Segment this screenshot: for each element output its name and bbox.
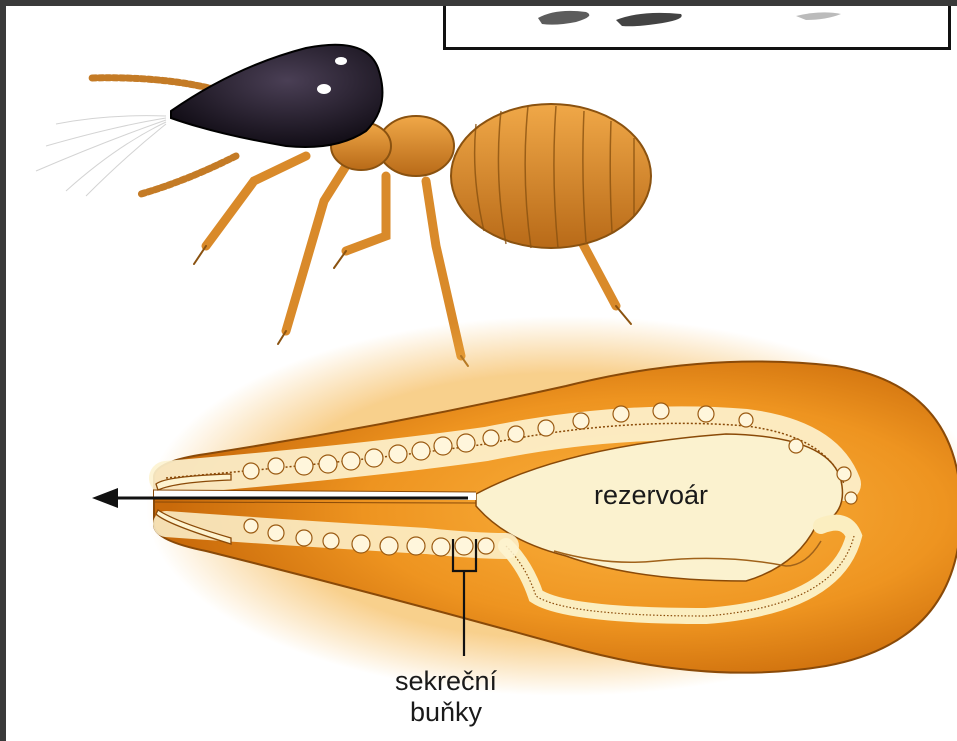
termite-head bbox=[171, 45, 382, 147]
termite-abdomen bbox=[451, 104, 651, 248]
label-reservoir: rezervoár bbox=[594, 480, 708, 511]
termite-illustration bbox=[6, 6, 957, 741]
label-secretory-cells: sekreční buňky bbox=[376, 666, 516, 728]
diagram-canvas: rezervoár sekreční buňky bbox=[6, 6, 957, 741]
secretion-spray bbox=[36, 116, 166, 196]
frontal-gland-section bbox=[92, 316, 957, 696]
label-secretory-cells-line2: buňky bbox=[376, 697, 516, 728]
label-secretory-cells-line1: sekreční bbox=[376, 666, 516, 697]
